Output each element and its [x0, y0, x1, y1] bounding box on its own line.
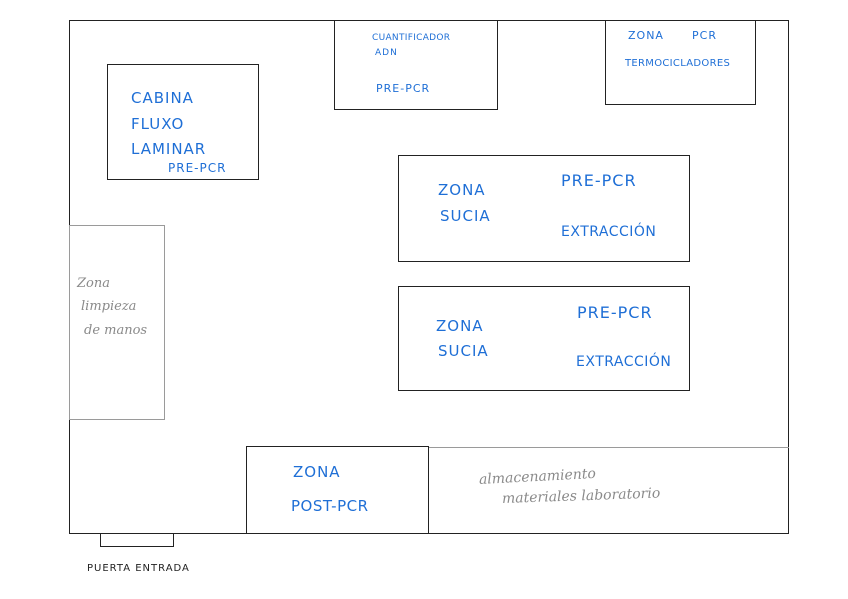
cuantificador-label-1: CUANTIFICADOR	[372, 33, 451, 43]
limpieza-label-1: Zona	[77, 276, 110, 291]
zona-sucia-2-label-2: SUCIA	[438, 342, 489, 360]
zona-sucia-1-tag: PRE-PCR	[561, 171, 637, 190]
puerta-entrada-door	[100, 533, 174, 547]
zona-pcr-label-b: PCR	[692, 29, 717, 42]
cabina-flujo-laminar-box	[107, 64, 259, 180]
cuantificador-label-2: ADN	[375, 48, 398, 58]
cabina-label-3: LAMINAR	[131, 140, 207, 158]
zona-sucia-1-sub: EXTRACCIÓN	[561, 224, 657, 240]
limpieza-label-2: limpieza	[81, 299, 137, 314]
zona-limpieza-box	[69, 225, 165, 420]
zona-pcr-label-2: TERMOCICLADORES	[625, 58, 731, 69]
cuantificador-adn-box	[334, 20, 498, 110]
almacen-divider-line	[429, 447, 789, 448]
zona-sucia-1-label-1: ZONA	[438, 181, 486, 199]
limpieza-label-3: de manos	[84, 323, 148, 338]
cabina-tag: PRE-PCR	[168, 161, 227, 175]
zona-post-pcr-box	[246, 446, 429, 534]
zona-sucia-2-box	[398, 286, 690, 391]
cuantificador-tag: PRE-PCR	[376, 82, 431, 95]
zona-sucia-1-label-2: SUCIA	[440, 207, 491, 225]
zona-sucia-2-tag: PRE-PCR	[577, 303, 653, 322]
post-pcr-label-1: ZONA	[293, 463, 341, 481]
puerta-entrada-label: PUERTA ENTRADA	[87, 563, 190, 574]
cabina-label-2: FLUXO	[131, 115, 185, 133]
cabina-label-1: CABINA	[131, 89, 194, 107]
zona-sucia-2-label-1: ZONA	[436, 317, 484, 335]
zona-pcr-box	[605, 20, 756, 105]
zona-sucia-1-box	[398, 155, 690, 262]
zona-sucia-2-sub: EXTRACCIÓN	[576, 354, 672, 370]
zona-pcr-label-a: ZONA	[628, 29, 664, 42]
post-pcr-label-2: POST-PCR	[291, 497, 369, 515]
